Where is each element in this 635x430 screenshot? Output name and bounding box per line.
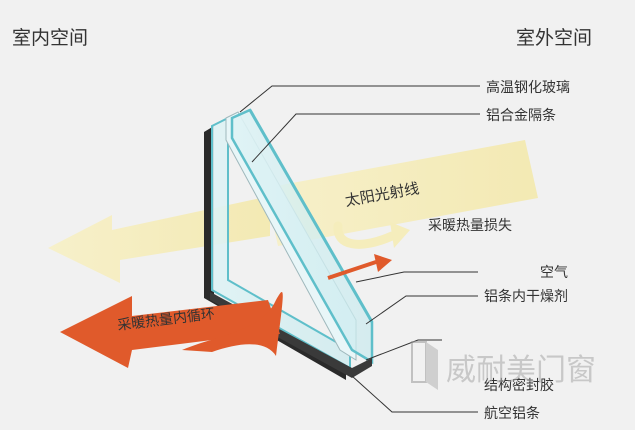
structural-sealant-label: 结构密封胶 [484, 377, 554, 394]
glass-edge-highlight [248, 109, 374, 323]
watermark-door-leaf [426, 342, 438, 390]
leader-lines [239, 85, 480, 413]
heat-loss-curve-arrow [333, 221, 397, 249]
watermark-text: 威耐美门窗 [446, 353, 596, 388]
heat-circulation-arrow [60, 296, 280, 368]
sun-ray-outer [265, 140, 538, 246]
outdoor-label: 室外空间 [516, 27, 592, 49]
heat-transfer-arrowhead [374, 254, 392, 272]
watermark: 威耐美门窗 [411, 341, 596, 390]
heat-transfer-arrow [327, 260, 377, 280]
desiccant-label: 铝条内干燥剂 [484, 288, 568, 305]
heat-loss-curve-arrowhead [390, 222, 410, 248]
tempered-glass-label: 高温钢化玻璃 [486, 79, 570, 96]
air-label: 空气 [540, 265, 568, 281]
indoor-label: 室内空间 [12, 27, 88, 49]
bottom-sealant-bar [210, 292, 372, 378]
heat-loss-label: 采暖热量损失 [428, 218, 512, 234]
heat-circulation-swoosh [182, 292, 283, 356]
sun-ray-inner-arrow [48, 196, 270, 283]
aluminum-spacer-label: 铝合金隔条 [486, 107, 556, 124]
aviation-aluminum-label: 航空铝条 [484, 405, 540, 422]
watermark-door-icon [411, 341, 427, 383]
